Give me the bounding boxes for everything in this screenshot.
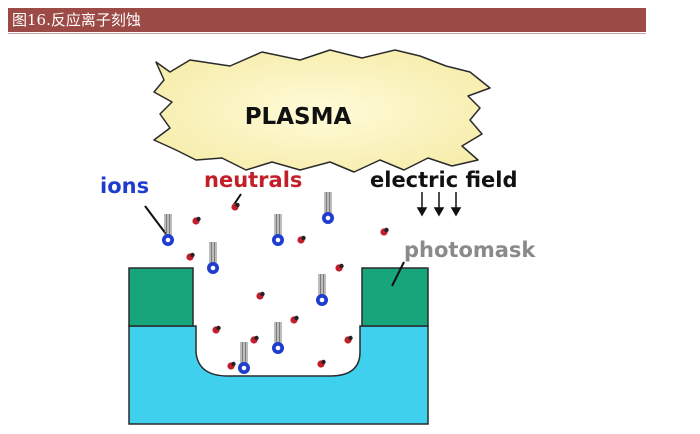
neutral-particle bbox=[297, 235, 306, 244]
ions-label: ions bbox=[100, 174, 149, 198]
ion-particle bbox=[322, 192, 334, 224]
ion-particle bbox=[162, 214, 174, 246]
ions-group bbox=[162, 192, 334, 374]
photomask-right bbox=[361, 267, 429, 327]
neutral-particle bbox=[256, 291, 265, 300]
ion-particle bbox=[272, 322, 284, 354]
neutral-particle bbox=[344, 335, 353, 344]
plasma-cloud bbox=[153, 49, 491, 173]
title-divider bbox=[8, 33, 646, 34]
ion-particle bbox=[272, 214, 284, 246]
ion-particle bbox=[238, 342, 250, 374]
neutral-particle bbox=[227, 361, 236, 370]
photomask-pointer-line bbox=[391, 261, 405, 287]
plasma-label: PLASMA bbox=[245, 104, 352, 130]
photomask-label: photomask bbox=[404, 238, 536, 262]
electric-field-label: electric field bbox=[370, 168, 518, 192]
neutral-particle bbox=[290, 315, 299, 324]
figure-title-bar: 图16.反应离子刻蚀 bbox=[8, 8, 646, 32]
figure-title: 图16.反应离子刻蚀 bbox=[12, 11, 141, 29]
neutral-particle bbox=[317, 359, 326, 368]
neutral-particle bbox=[186, 252, 195, 261]
neutral-particle bbox=[250, 335, 259, 344]
neutrals-group bbox=[186, 202, 389, 370]
electric-field-arrows bbox=[416, 192, 462, 217]
ion-particle bbox=[316, 274, 328, 306]
ions-pointer-line bbox=[144, 205, 167, 235]
neutral-particle bbox=[380, 227, 389, 236]
neutral-particle bbox=[231, 202, 240, 211]
neutral-particle bbox=[212, 325, 221, 334]
neutrals-label: neutrals bbox=[204, 168, 302, 192]
ion-particle bbox=[207, 242, 219, 274]
neutral-particle bbox=[335, 263, 344, 272]
neutral-particle bbox=[192, 216, 201, 225]
substrate bbox=[128, 325, 429, 425]
photomask-left bbox=[128, 267, 194, 327]
